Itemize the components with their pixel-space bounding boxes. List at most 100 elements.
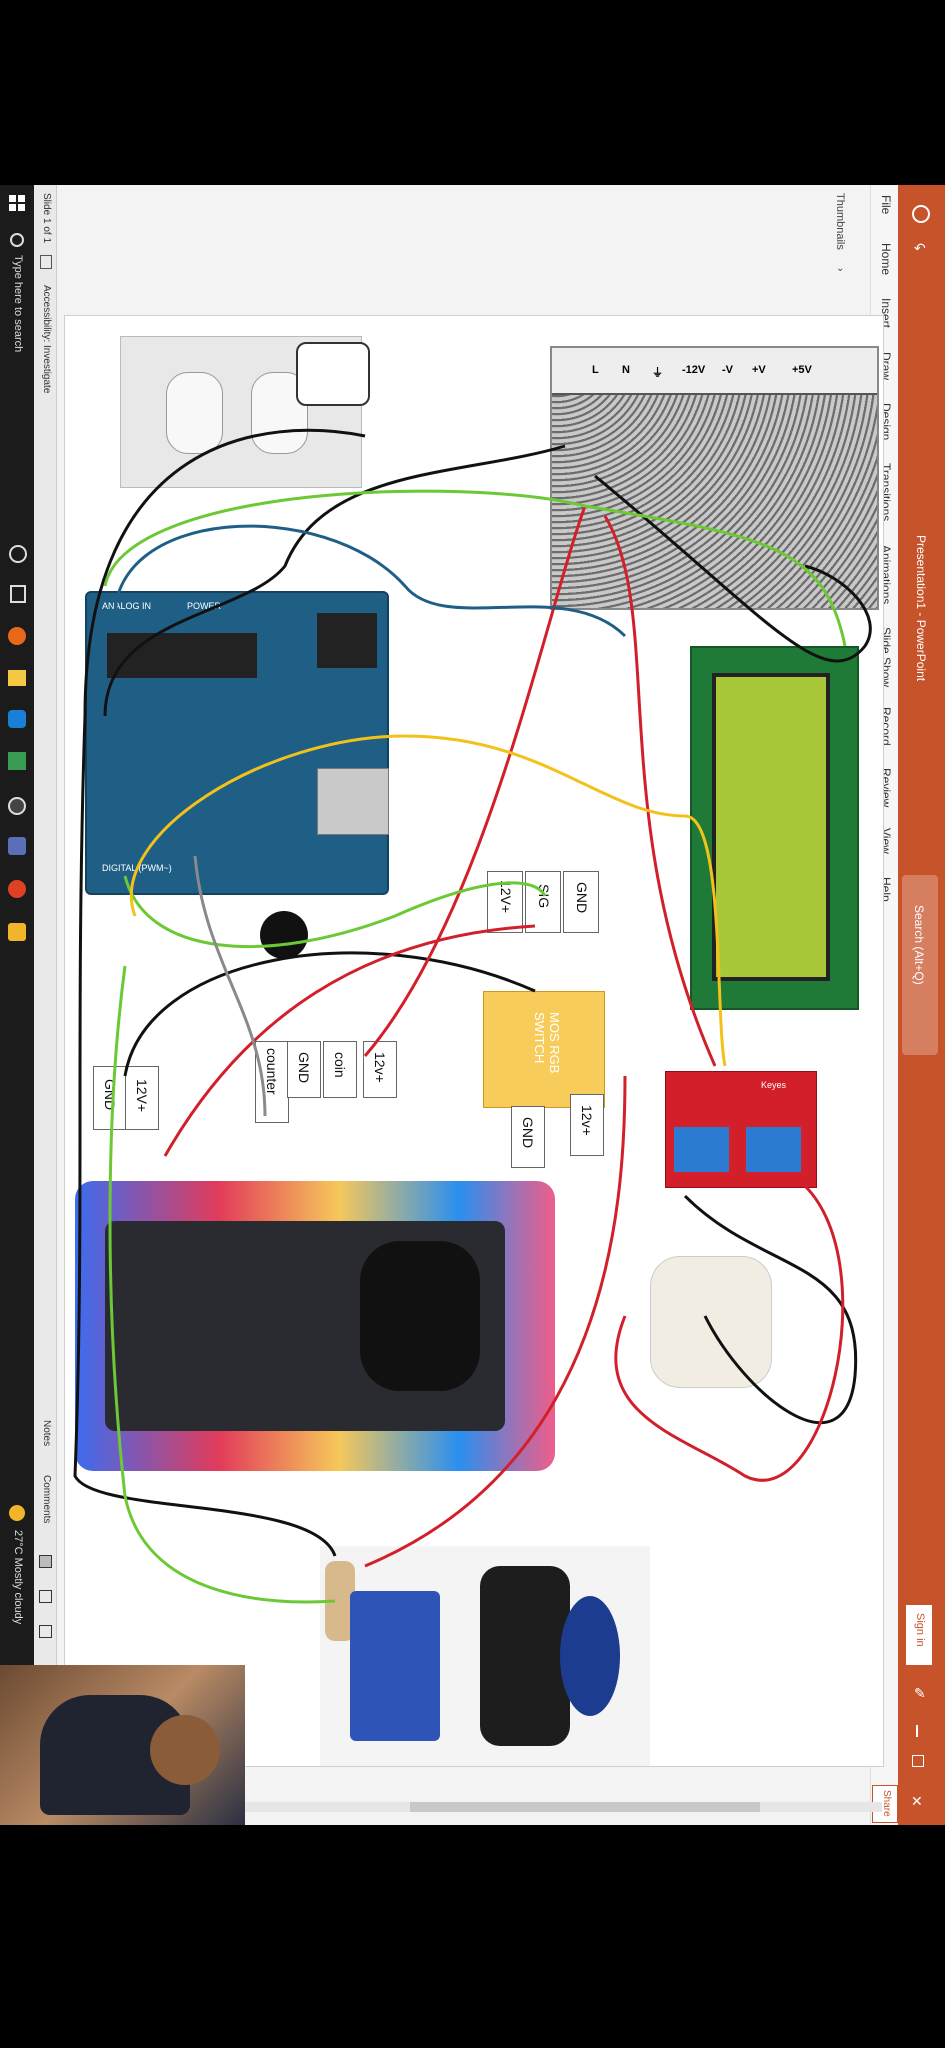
coin-acceptor-image — [75, 1181, 555, 1471]
psu-terminal-label: +V — [752, 364, 766, 376]
wire-red — [614, 1184, 845, 1482]
wire-black — [123, 951, 536, 1077]
weather-text[interactable]: 27°C Mostly cloudy — [12, 1530, 24, 1625]
cortana-icon[interactable] — [9, 545, 27, 563]
psu-terminal-label: L — [592, 364, 599, 376]
window-title: Presentation1 - PowerPoint — [914, 535, 928, 682]
status-bar: Slide 1 of 1 Accessibility: Investigate … — [34, 185, 57, 1825]
psu-terminal-label: -12V — [682, 364, 706, 376]
signin-label[interactable]: Sign in — [914, 1613, 926, 1647]
button-cap — [560, 1596, 620, 1716]
normal-view-icon[interactable] — [39, 1555, 52, 1568]
minimize-icon[interactable] — [916, 1725, 918, 1737]
label-12v-mid: 12v+ — [570, 1094, 604, 1156]
powerpoint-window: Type here to search 27°C Mostly cloudy S… — [0, 185, 945, 1825]
signin-button[interactable] — [906, 1605, 932, 1665]
terminal-block — [746, 1127, 801, 1172]
thumbnails-label[interactable]: Thumbnails — [834, 193, 846, 250]
search-box-text[interactable]: Search (Alt+Q) — [912, 905, 926, 985]
undo-icon[interactable]: ↶ — [914, 240, 926, 256]
psu-terminal-label: -V — [722, 364, 733, 376]
wire-red — [364, 1075, 627, 1568]
button-nut — [480, 1566, 570, 1746]
arduino-chip — [107, 633, 257, 678]
app-icon-red[interactable] — [8, 880, 26, 898]
coin-acceptor-knob — [360, 1241, 480, 1391]
clock-app-icon[interactable] — [8, 797, 26, 815]
spell-check-icon[interactable] — [40, 255, 52, 269]
maximize-icon[interactable] — [912, 1755, 924, 1767]
app-icon-blue[interactable] — [8, 837, 26, 855]
label-12v-top: 12V+ — [487, 871, 523, 933]
app-icon-yellow[interactable] — [8, 923, 26, 941]
label-coin: coin — [323, 1041, 357, 1098]
slide-canvas[interactable]: L N ⏚ -12V -V +V +5V POWER ANALOG IN DIG… — [64, 315, 884, 1767]
webcam-overlay — [0, 1665, 245, 1825]
wire-black — [73, 428, 366, 1557]
weather-icon — [9, 1505, 25, 1521]
edge-icon[interactable] — [8, 710, 26, 728]
search-icon[interactable] — [10, 233, 24, 247]
slide-sorter-icon[interactable] — [39, 1590, 52, 1603]
taskbar-search-placeholder[interactable]: Type here to search — [12, 255, 24, 353]
terminal-block — [674, 1127, 729, 1172]
arduino-label: POWER — [187, 601, 222, 611]
wire-green — [103, 489, 847, 647]
wiring-diagram — [73, 428, 872, 1604]
share-label[interactable]: Share — [881, 1790, 892, 1817]
wire-red — [163, 924, 536, 1157]
buzzer-image — [260, 911, 308, 959]
mos-module-brand: Keyes — [761, 1080, 787, 1090]
wire-gray — [193, 855, 267, 1117]
water-pump-image — [650, 1256, 772, 1388]
arduino-label: ANALOG IN — [102, 601, 152, 611]
arduino-usb-port — [317, 768, 389, 835]
comments-button[interactable]: Comments — [41, 1475, 52, 1524]
wire-black — [594, 474, 872, 663]
power-plug — [296, 342, 370, 406]
slide-counter: Slide 1 of 1 — [41, 193, 52, 244]
windows-taskbar: Type here to search 27°C Mostly cloudy — [0, 185, 34, 1825]
windows-start-icon[interactable] — [9, 195, 25, 211]
arcade-button-image — [320, 1546, 650, 1766]
psu-terminal-label: +5V — [792, 364, 812, 376]
file-explorer-icon[interactable] — [8, 670, 26, 686]
wire-black — [103, 444, 566, 717]
task-view-icon[interactable] — [10, 585, 26, 603]
reading-view-icon[interactable] — [39, 1625, 52, 1638]
wire-black — [683, 1194, 858, 1425]
firefox-icon[interactable] — [8, 627, 26, 645]
autosave-icon[interactable] — [912, 205, 930, 223]
button-switch — [350, 1591, 440, 1741]
scrollbar-thumb[interactable] — [410, 1802, 760, 1812]
accessibility-status[interactable]: Accessibility: Investigate — [41, 285, 52, 394]
mos-rgb-switch-box: MOS RGB SWITCH — [483, 991, 605, 1108]
title-bar: ↶ Presentation1 - PowerPoint Search (Alt… — [898, 185, 945, 1825]
power-supply-image: L N ⏚ -12V -V +V +5V — [550, 346, 879, 610]
app-icon-green[interactable] — [8, 752, 26, 770]
wall-outlet-image — [120, 336, 370, 488]
label-12v-left: 12V+ — [125, 1066, 159, 1130]
psu-terminal-label: ⏚ — [652, 367, 663, 379]
label-gnd-coin: GND — [287, 1041, 321, 1098]
tab-home[interactable]: Home — [879, 243, 893, 276]
search-box[interactable] — [902, 875, 938, 1055]
tab-file[interactable]: File — [879, 195, 893, 215]
person-head — [150, 1715, 220, 1785]
outlet-socket-1 — [166, 372, 223, 454]
notes-button[interactable]: Notes — [41, 1420, 52, 1447]
wire-green — [123, 875, 547, 948]
arduino-power-jack — [317, 613, 377, 668]
label-sig: SIG — [525, 871, 561, 933]
close-icon[interactable]: ✕ — [911, 1793, 923, 1809]
mosfet-module-image: Keyes — [665, 1071, 817, 1188]
lcd-screen — [712, 673, 830, 981]
psu-terminal-label: N — [622, 364, 630, 376]
wire-blue — [113, 524, 627, 638]
wire-red — [363, 505, 587, 1057]
psu-terminal-strip: L N ⏚ -12V -V +V +5V — [552, 348, 877, 395]
pen-icon[interactable]: ✎ — [914, 1685, 926, 1701]
chevron-down-icon[interactable]: ⌄ — [836, 263, 845, 274]
wire-green — [108, 965, 336, 1604]
label-gnd-mid: GND — [511, 1106, 545, 1168]
